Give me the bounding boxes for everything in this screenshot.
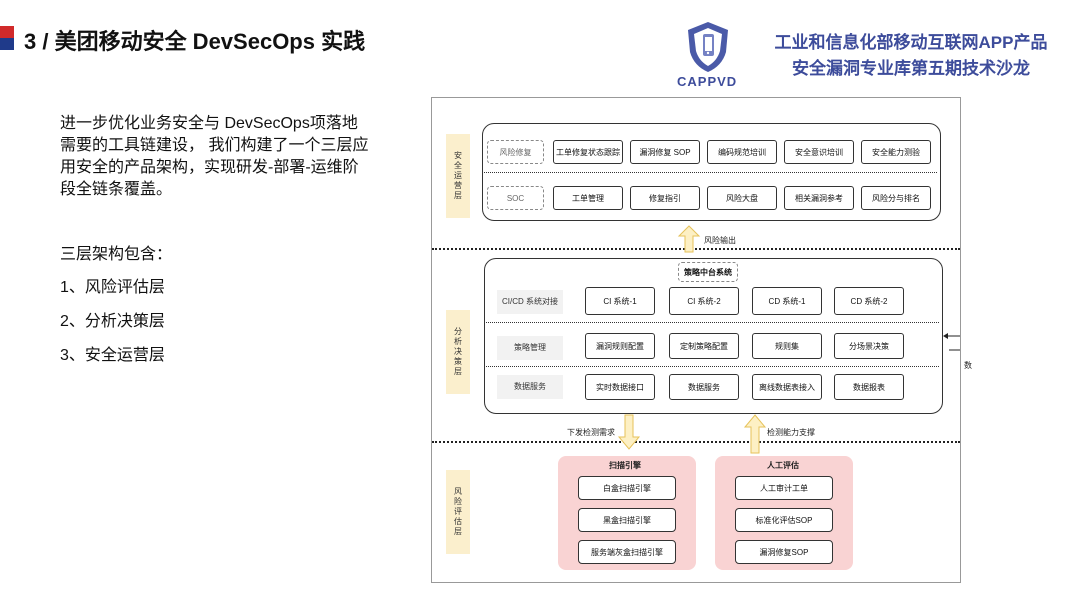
decision-row-divider-1 bbox=[486, 322, 939, 323]
manual-assessment-title: 人工评估 bbox=[767, 461, 799, 470]
soc-item-fix-guide: 修复指引 bbox=[630, 186, 700, 210]
realtime-data-api: 实时数据接口 bbox=[585, 374, 655, 400]
header-accent-blue bbox=[0, 38, 14, 50]
decision-row-divider-2 bbox=[486, 366, 939, 367]
ci-system-1: CI 系统-1 bbox=[585, 287, 655, 315]
ops-item-coding-training: 编码规范培训 bbox=[707, 140, 777, 164]
layer-separator-top bbox=[432, 248, 960, 250]
cd-system-1: CD 系统-1 bbox=[752, 287, 822, 315]
up-arrow bbox=[743, 414, 767, 454]
salon-line-2: 安全漏洞专业库第五期技术沙龙 bbox=[792, 59, 1030, 78]
down-arrow bbox=[617, 414, 641, 450]
ops-item-awareness-training: 安全意识培训 bbox=[784, 140, 854, 164]
standard-assessment-sop: 标准化评估SOP bbox=[735, 508, 833, 532]
layer-item-1: 1、风险评估层 bbox=[60, 279, 165, 296]
layers-heading: 三层架构包含： bbox=[60, 246, 173, 263]
salon-line-1: 工业和信息化部移动互联网APP产品 bbox=[774, 33, 1048, 52]
ops-row2-label: SOC bbox=[487, 186, 544, 210]
page-title: 3 / 美团移动安全 DevSecOps 实践 bbox=[24, 29, 366, 54]
external-input-arrow bbox=[943, 333, 960, 351]
soc-item-related-vulns: 相关漏洞参考 bbox=[784, 186, 854, 210]
ops-layer-label: 安全运营层 bbox=[446, 134, 470, 218]
ops-item-ability-test: 安全能力测验 bbox=[861, 140, 931, 164]
salon-title: 工业和信息化部移动互联网APP产品 安全漏洞专业库第五期技术沙龙 bbox=[742, 30, 1080, 82]
policy-row-label: 策略管理 bbox=[497, 336, 563, 360]
risk-output-arrow bbox=[677, 225, 701, 253]
custom-policy-config: 定制策略配置 bbox=[669, 333, 739, 359]
assess-layer-label: 风险评估层 bbox=[446, 470, 470, 554]
soc-item-risk-ranking: 风险分与排名 bbox=[861, 186, 931, 210]
scan-engine-title: 扫描引擎 bbox=[609, 461, 641, 470]
layer-item-2: 2、分析决策层 bbox=[60, 313, 165, 330]
manual-audit-ticket: 人工审计工单 bbox=[735, 476, 833, 500]
layer-separator-bottom bbox=[432, 441, 960, 443]
cappvd-shield-logo bbox=[688, 22, 728, 72]
logo-text: CAPPVD bbox=[677, 74, 738, 89]
scenario-decision: 分场景决策 bbox=[834, 333, 904, 359]
platform-title: 策略中台系统 bbox=[678, 262, 738, 282]
soc-item-risk-dashboard: 风险大盘 bbox=[707, 186, 777, 210]
header-accent-red bbox=[0, 26, 14, 40]
layer-item-3: 3、安全运营层 bbox=[60, 347, 165, 364]
greybox-scan-engine: 服务端灰盒扫描引擎 bbox=[578, 540, 676, 564]
ops-item-ticket-tracking: 工单修复状态跟踪 bbox=[553, 140, 623, 164]
data-service: 数据服务 bbox=[669, 374, 739, 400]
data-row-label: 数据服务 bbox=[497, 375, 563, 399]
intro-paragraph: 进一步优化业务安全与 DevSecOps项落地需要的工具链建设， 我们构建了一个… bbox=[60, 115, 369, 198]
vuln-fix-sop: 漏洞修复SOP bbox=[735, 540, 833, 564]
cd-system-2: CD 系统-2 bbox=[834, 287, 904, 315]
rule-set: 规则集 bbox=[752, 333, 822, 359]
cicd-row-label: CI/CD 系统对接 bbox=[497, 290, 563, 314]
vuln-rule-config: 漏洞规则配置 bbox=[585, 333, 655, 359]
ci-system-2: CI 系统-2 bbox=[669, 287, 739, 315]
risk-output-label: 风险输出 bbox=[704, 236, 736, 245]
ops-item-fix-sop: 漏洞修复 SOP bbox=[630, 140, 700, 164]
down-arrow-label: 下发检测需求 bbox=[567, 428, 615, 437]
architecture-diagram: 安全运营层 风险修复 工单修复状态跟踪 漏洞修复 SOP 编码规范培训 安全意识… bbox=[431, 97, 972, 583]
offline-table-ingest: 离线数据表接入 bbox=[752, 374, 822, 400]
decision-side-text: 数 bbox=[964, 361, 972, 370]
ops-row-divider bbox=[484, 172, 937, 173]
blackbox-scan-engine: 黑盒扫描引擎 bbox=[578, 508, 676, 532]
decision-layer-label: 分析决策层 bbox=[446, 310, 470, 394]
whitebox-scan-engine: 白盒扫描引擎 bbox=[578, 476, 676, 500]
ops-row1-label: 风险修复 bbox=[487, 140, 544, 164]
data-report: 数据报表 bbox=[834, 374, 904, 400]
up-arrow-label: 检测能力支撑 bbox=[767, 428, 815, 437]
soc-item-ticket-mgmt: 工单管理 bbox=[553, 186, 623, 210]
